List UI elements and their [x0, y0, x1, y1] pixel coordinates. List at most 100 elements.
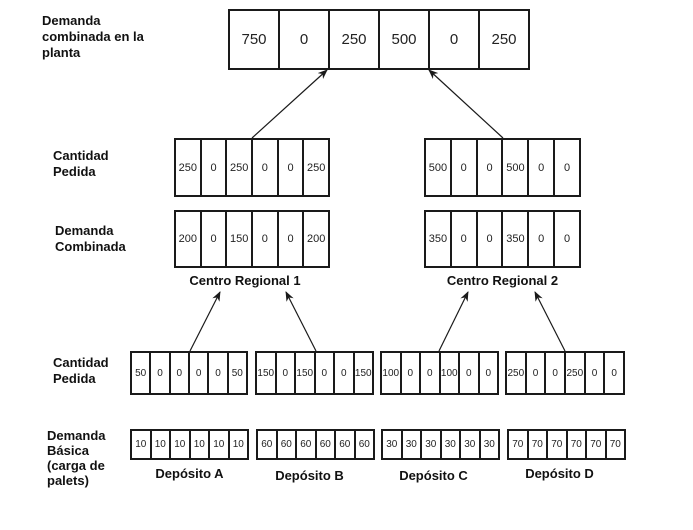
- grid-cell: 70: [585, 431, 605, 458]
- grid-cell: 500: [428, 161, 448, 174]
- label-line: Demanda: [47, 428, 106, 443]
- label-line: Cantidad: [53, 355, 109, 370]
- grid-cell: 0: [251, 140, 277, 195]
- grid-cell: 0: [399, 353, 420, 393]
- label-line: (carga de: [47, 458, 105, 473]
- regional-2-combined-grid: 350 0 0 350 0 0: [424, 210, 581, 268]
- grid-cell: 100: [438, 353, 459, 393]
- depot-b-basic-grid: 60 60 60 60 60 60: [256, 429, 375, 460]
- grid-cell: 0: [603, 353, 623, 393]
- grid-cell: 500: [501, 140, 527, 195]
- grid-cell: 250: [225, 140, 251, 195]
- depot-a-basic-grid: 10 10 10 10 10 10: [130, 429, 249, 460]
- grid-cell: 0: [333, 353, 353, 393]
- grid-cell: 0: [313, 353, 334, 393]
- arrow-depot-d-to-regional-2: [534, 291, 566, 352]
- grid-cell: 200: [178, 233, 198, 245]
- label-line: Cantidad: [53, 148, 109, 163]
- depot-c-basic-grid: 30 30 30 30 30 30: [381, 429, 500, 460]
- grid-cell: 250: [507, 367, 525, 379]
- depot-d-ordered-grid: 250 0 0 250 0 0: [505, 351, 625, 395]
- grid-cell: 0: [475, 140, 502, 195]
- grid-cell: 60: [334, 431, 354, 458]
- depot-b-name: Depósito B: [275, 468, 344, 483]
- grid-cell: 350: [428, 233, 448, 245]
- grid-cell: 10: [208, 431, 228, 458]
- label-line: palets): [47, 473, 89, 488]
- grid-cell: 60: [275, 431, 296, 458]
- regional-2-name: Centro Regional 2: [446, 273, 559, 288]
- grid-cell: 0: [276, 140, 303, 195]
- grid-cell: 30: [478, 431, 499, 458]
- grid-cell: 0: [187, 353, 207, 393]
- grid-cell: 0: [449, 212, 476, 266]
- grid-cell: 60: [314, 431, 335, 458]
- depot-c-ordered-grid: 100 0 0 100 0 0: [380, 351, 499, 395]
- grid-cell: 70: [526, 431, 547, 458]
- label-line: Demanda: [55, 223, 114, 238]
- label-line: Pedida: [53, 371, 96, 386]
- grid-cell: 10: [169, 431, 189, 458]
- grid-cell: 30: [400, 431, 421, 458]
- label-line: Pedida: [53, 164, 96, 179]
- grid-cell: 10: [188, 431, 209, 458]
- grid-cell: 60: [295, 431, 315, 458]
- grid-cell: 350: [501, 212, 527, 266]
- grid-cell: 30: [439, 431, 460, 458]
- depot-d-basic-grid: 70 70 70 70 70 70: [507, 429, 626, 460]
- grid-cell: 250: [564, 353, 584, 393]
- grid-cell: 60: [261, 439, 273, 450]
- plant-cell: 250: [478, 11, 528, 68]
- grid-cell: 150: [352, 353, 373, 393]
- label-line: combinada en la: [42, 29, 144, 44]
- label-line: Combinada: [55, 239, 126, 254]
- regional-1-name: Centro Regional 1: [189, 273, 301, 288]
- grid-cell: 0: [419, 353, 439, 393]
- regional-1-ordered-grid: 250 0 250 0 0 250: [174, 138, 330, 197]
- grid-cell: 150: [294, 353, 314, 393]
- grid-cell: 0: [274, 353, 295, 393]
- grid-cell: 70: [565, 431, 586, 458]
- grid-cell: 0: [168, 353, 188, 393]
- grid-cell: 60: [353, 431, 374, 458]
- grid-cell: 0: [527, 140, 553, 195]
- grid-cell: 150: [257, 367, 275, 379]
- arrow-regional-2-to-plant: [428, 69, 504, 139]
- grid-cell: 150: [225, 212, 251, 266]
- plant-cell: 250: [328, 11, 378, 68]
- grid-cell: 0: [477, 353, 498, 393]
- grid-cell: 0: [251, 212, 277, 266]
- grid-cell: 30: [420, 431, 440, 458]
- grid-cell: 30: [386, 439, 398, 450]
- arrow-depot-c-to-regional-2: [438, 291, 469, 352]
- grid-cell: 10: [149, 431, 170, 458]
- grid-cell: 0: [544, 353, 564, 393]
- plant-cell: 500: [378, 11, 428, 68]
- plant-cell: 0: [278, 11, 328, 68]
- label-line: planta: [42, 45, 81, 60]
- grid-cell: 0: [276, 212, 303, 266]
- grid-cell: 10: [227, 431, 248, 458]
- grid-cell: 0: [553, 140, 579, 195]
- plant-cell: 0: [428, 11, 478, 68]
- basic-demand-label: Demanda Básica (carga de palets): [47, 428, 106, 488]
- grid-cell: 100: [382, 367, 400, 379]
- grid-cell: 0: [583, 353, 604, 393]
- label-line: Demanda: [42, 13, 101, 28]
- grid-cell: 0: [207, 353, 226, 393]
- grid-cell: 0: [527, 212, 553, 266]
- arrow-depot-a-to-regional-1: [189, 291, 221, 352]
- grid-cell: 0: [458, 353, 478, 393]
- arrow-depot-b-to-regional-1: [285, 291, 317, 352]
- plant-demand-grid: 750 0 250 500 0 250: [228, 9, 530, 70]
- grid-cell: 10: [135, 439, 147, 450]
- plant-demand-label: Demanda combinada en la planta: [42, 13, 144, 61]
- grid-cell: 250: [302, 140, 328, 195]
- depot-a-ordered-grid: 50 0 0 0 0 50: [130, 351, 248, 395]
- depot-ordered-label: Cantidad Pedida: [53, 355, 109, 387]
- grid-cell: 50: [135, 367, 147, 379]
- grid-cell: 0: [199, 212, 226, 266]
- arrow-regional-1-to-plant: [251, 69, 328, 139]
- grid-cell: 0: [524, 353, 545, 393]
